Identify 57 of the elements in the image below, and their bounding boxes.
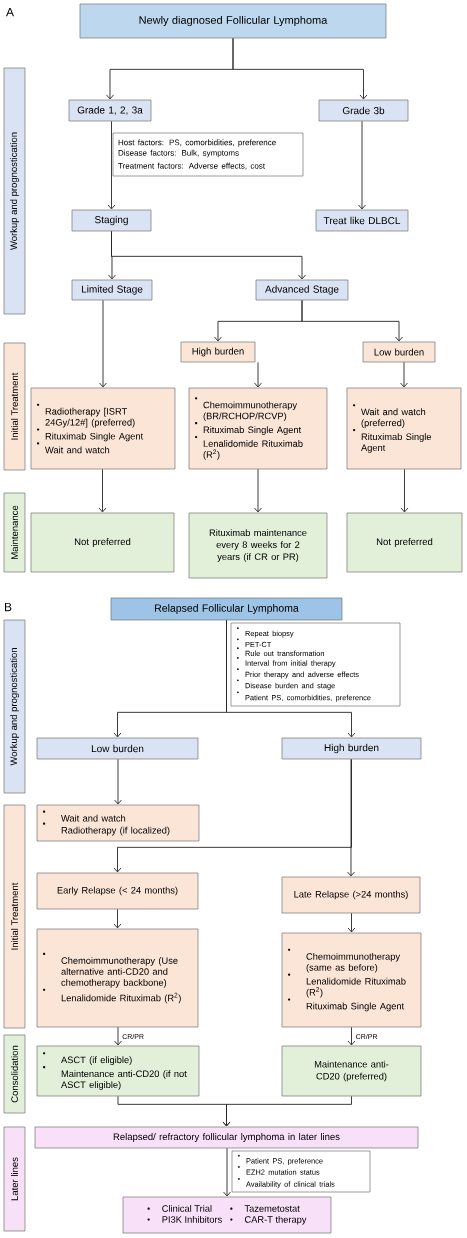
process-box: Advanced Stage [255, 279, 349, 301]
phase-band: Workup and prognostication [3, 619, 26, 794]
maintenance-box: Not preferred [346, 512, 463, 573]
process-box: Staging [71, 209, 152, 232]
arrow [400, 361, 408, 388]
arrow [98, 468, 107, 513]
process-box: Low burden [362, 341, 436, 363]
arrow [114, 758, 122, 805]
process-box: Late Relapse (>24 months) [281, 876, 421, 914]
treatment-box: Chemoimmunotherapy (BR/RCHOP/RCVP) Rituximab Single Agent Lenalidomide Rituximab (R$^{2}$) [188, 387, 328, 470]
maintenance-box: Rituximab maintenance every 8 weeks for 2 years (if CR or PR) [188, 512, 328, 579]
arrow [111, 230, 306, 280]
arrow [107, 120, 116, 210]
arrow [113, 908, 122, 929]
process-box: Early Relapse (< 24 months) [36, 872, 199, 910]
arrow [254, 361, 262, 388]
process-box: Treat like DLBCL [315, 209, 409, 232]
panel-letter: A [6, 7, 14, 17]
title-box: Relapsed Follicular Lymphoma [110, 597, 343, 621]
option-box: Clinical Trial Tazemetostat PI3K Inhibitors CAR-T therapy [122, 1196, 332, 1234]
phase-band: Maintenance [3, 492, 26, 573]
process-box: Relapsed/ refractory follicular lymphoma in later lines [34, 1126, 419, 1149]
arrow [114, 1026, 122, 1046]
process-box: High burden [281, 737, 422, 760]
arrow [223, 1147, 231, 1197]
arrow [301, 299, 403, 342]
consolidation-box: Maintenance anti-CD20 (preferred) [281, 1045, 422, 1097]
arrow [358, 120, 366, 210]
arrow [347, 758, 355, 877]
consolidation-box: ASCT (if eligible) Maintenance anti-CD20 (if not ASCT eligible) [36, 1045, 200, 1097]
treatment-box: Wait and watch Radiotherapy (if localized) [36, 804, 200, 842]
arrow [347, 912, 356, 933]
phase-band: Later lines [3, 1126, 26, 1232]
process-box: Grade 3b [318, 99, 409, 122]
title-box: Newly diagnosed Follicular Lymphoma [79, 3, 387, 39]
arrow [254, 468, 262, 513]
phase-band: Consolidation [3, 1034, 26, 1114]
phase-band: Workup and prognostication [3, 67, 26, 315]
arrow [99, 299, 107, 388]
arrow [347, 1026, 356, 1046]
phase-band: Initial Treatment [3, 804, 26, 1029]
treatment-box: Wait and watch (preferred) Rituximab Single Agent [346, 387, 462, 470]
maintenance-box: Not preferred [30, 512, 175, 573]
process-box: High burden [180, 341, 256, 363]
arrow [222, 1095, 352, 1127]
treatment-box: Chemoimmunotherapy (Use alternative anti-CD20 and chemotherapy backbone) Lenalidomide Rituximab (R$^{2}$) [36, 928, 199, 1028]
treatment-box: Chemoimmunotherapy (same as before) Lenalidomide Rituximab (R$^{2}$) Rituximab Single Agent [281, 932, 422, 1028]
phase-band: Initial Treatment [3, 342, 26, 471]
panel-letter: B [5, 602, 12, 612]
process-box: Grade 1, 2, 3a [68, 99, 152, 122]
note-box: Host factors: PS, comorbidities, preference Disease factors: Bulk, symptoms Treatment factors: Adverse effects, cost [112, 132, 304, 177]
arrow [226, 619, 356, 738]
arrow [232, 37, 368, 100]
process-box: Limited Stage [71, 279, 153, 301]
treatment-box: Radiotherapy [ISRT 24Gy/12#] (preferred) Rituximab Single Agent Wait and watch [30, 387, 176, 470]
process-box: Low burden [36, 737, 199, 760]
arrow [400, 468, 409, 513]
